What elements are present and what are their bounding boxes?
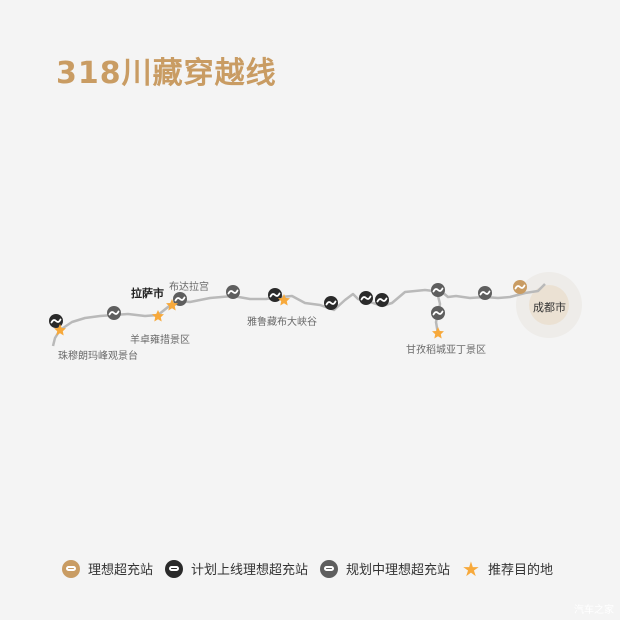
legend-built: 理想超充站 [62,559,153,578]
station-planned [226,285,240,299]
station-online-plan [324,296,338,310]
station-online-plan [375,293,389,307]
station-planned [431,306,445,320]
station-planned [478,286,492,300]
legend: 理想超充站 计划上线理想超充站 规划中理想超充站 ★ 推荐目的地 [62,556,565,581]
label-daocheng: 甘孜稻城亚丁景区 [406,345,486,356]
label-yamdrok: 羊卓雍措景区 [130,335,190,346]
online-plan-station-icon [165,559,184,578]
route-line [51,283,546,347]
city-lhasa: 拉萨市 [131,287,164,300]
page-title: 318川藏穿越线 [56,56,277,91]
legend-star: ★ 推荐目的地 [462,556,553,581]
legend-planned: 规划中理想超充站 [320,559,450,578]
city-chengdu: 成都市 [533,301,566,314]
station-online-plan [359,291,373,305]
station-planned [173,292,187,306]
station-online-plan [49,314,63,328]
planned-station-icon [320,559,339,578]
star-icon: ★ [462,556,480,581]
built-station-icon [62,559,80,578]
label-everest: 珠穆朗玛峰观景台 [58,351,138,362]
watermark: 汽车之家 [574,605,614,616]
label-potala: 布达拉宫 [169,282,209,293]
legend-online-plan: 计划上线理想超充站 [165,559,308,578]
station-planned [107,306,121,320]
chengdu-core [529,285,569,325]
station-built [513,280,527,294]
label-yarlung: 雅鲁藏布大峡谷 [247,317,317,328]
station-planned [431,283,445,297]
star-icon [432,327,444,339]
